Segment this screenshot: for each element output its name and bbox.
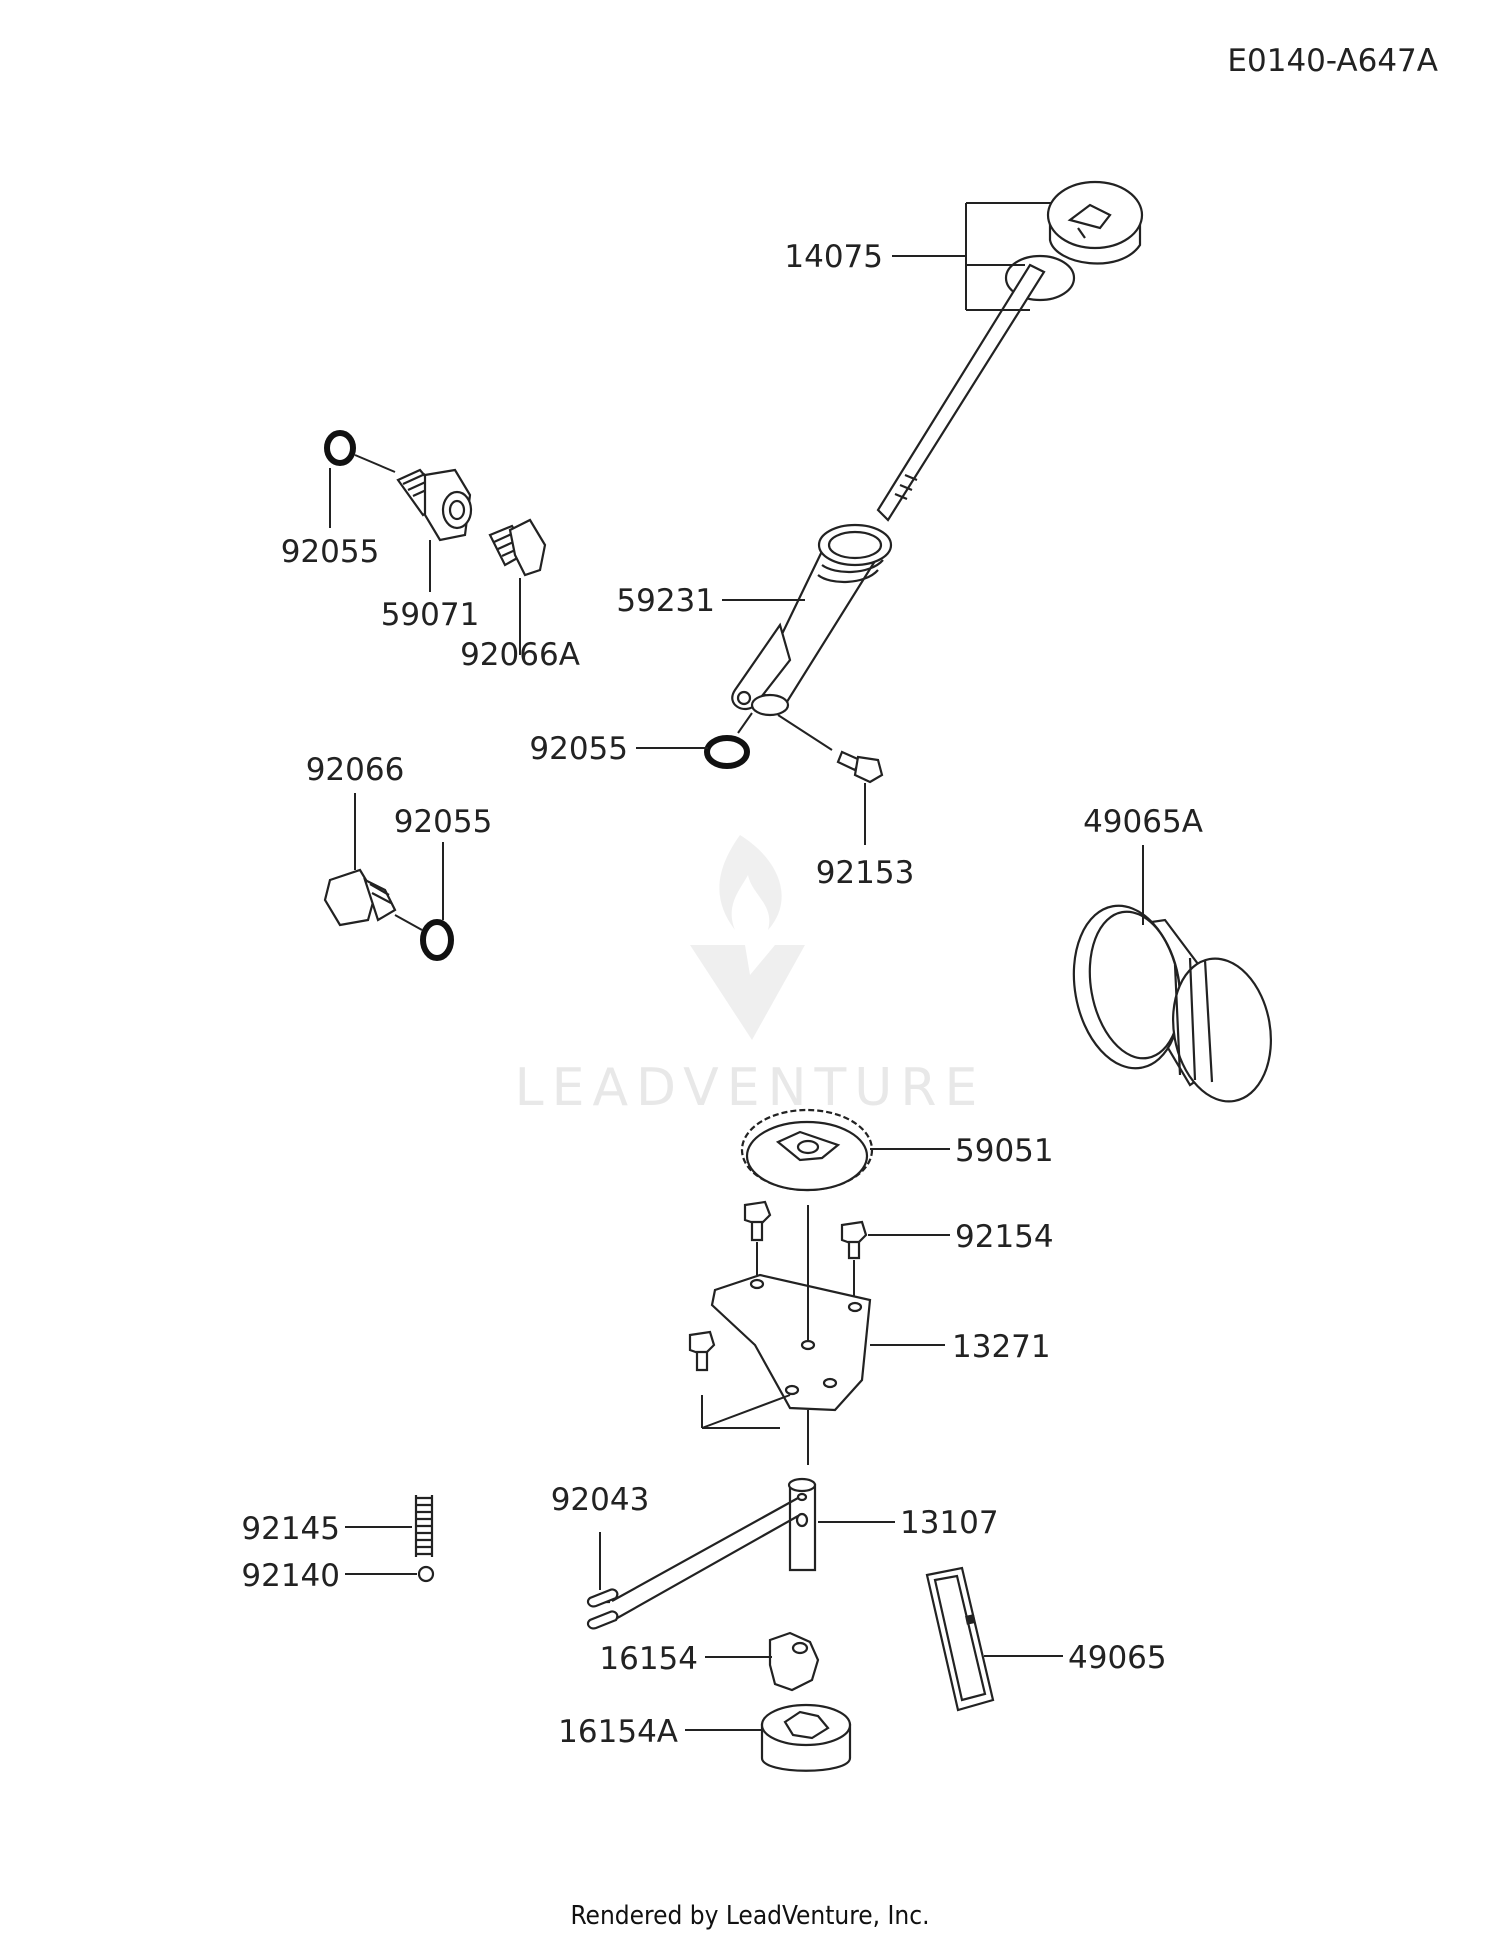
callout-92066[interactable]: 92066 xyxy=(306,752,405,788)
watermark-logo: LEADVENTURE xyxy=(515,835,986,1118)
outer-rotor-part[interactable] xyxy=(760,1703,852,1772)
cover-bolt-part-lower[interactable] xyxy=(688,1330,716,1372)
callout-14075-leader xyxy=(892,202,1052,311)
callout-92154[interactable]: 92154 xyxy=(955,1219,1054,1255)
callout-92055-plug[interactable]: 92055 xyxy=(394,804,493,840)
oring-part-plug[interactable] xyxy=(420,919,454,961)
tube-bolt-part[interactable] xyxy=(836,750,884,784)
callout-13271-leader xyxy=(807,1205,945,1465)
pin-part[interactable] xyxy=(586,1497,799,1630)
callout-92043[interactable]: 92043 xyxy=(551,1482,650,1518)
callout-92153-leader xyxy=(777,714,866,845)
dipstick-part[interactable] xyxy=(876,180,1144,522)
fitting-part[interactable] xyxy=(396,468,473,542)
callout-16154a[interactable]: 16154A xyxy=(558,1714,678,1750)
callout-92140[interactable]: 92140 xyxy=(241,1558,340,1594)
callout-92066a[interactable]: 92066A xyxy=(460,637,580,673)
callout-49065a[interactable]: 49065A xyxy=(1083,804,1203,840)
watermark-text: LEADVENTURE xyxy=(515,1058,986,1118)
cover-bolt-part-right[interactable] xyxy=(840,1220,868,1260)
callout-14075[interactable]: 14075 xyxy=(784,239,883,275)
spring-part[interactable] xyxy=(414,1495,434,1557)
callout-59051[interactable]: 59051 xyxy=(955,1133,1054,1169)
oring-part-top-left[interactable] xyxy=(324,430,356,466)
filler-tube-part[interactable] xyxy=(731,523,893,717)
callout-59231[interactable]: 59231 xyxy=(616,583,715,619)
callout-13107[interactable]: 13107 xyxy=(900,1505,999,1541)
callout-92055-plug-leader xyxy=(394,842,444,931)
cover-plate-part[interactable] xyxy=(710,1273,872,1412)
gear-part[interactable] xyxy=(740,1108,874,1192)
shaft-part[interactable] xyxy=(787,1477,817,1572)
callout-92145[interactable]: 92145 xyxy=(241,1511,340,1547)
cover-bolt-bracket xyxy=(701,1394,791,1429)
plug-a-part[interactable] xyxy=(488,518,547,577)
callout-92055-tube[interactable]: 92055 xyxy=(529,731,628,767)
oring-part-tube[interactable] xyxy=(704,735,750,769)
footer-credit: Rendered by LeadVenture, Inc. xyxy=(570,1901,929,1931)
callout-13271[interactable]: 13271 xyxy=(952,1329,1051,1365)
callout-49065[interactable]: 49065 xyxy=(1068,1640,1167,1676)
callout-92153[interactable]: 92153 xyxy=(816,855,915,891)
cover-bolt-part-left[interactable] xyxy=(743,1200,772,1242)
ball-part[interactable] xyxy=(417,1565,435,1583)
oil-filter-part[interactable] xyxy=(1062,897,1282,1109)
plug-part[interactable] xyxy=(323,868,397,927)
diagram-code: E0140-A647A xyxy=(1227,43,1438,79)
callout-92154-leader xyxy=(756,1234,950,1300)
callout-16154[interactable]: 16154 xyxy=(599,1641,698,1677)
callout-92055-top-leader xyxy=(329,454,396,528)
callout-59071[interactable]: 59071 xyxy=(381,597,480,633)
callout-92055-top[interactable]: 92055 xyxy=(281,534,380,570)
gasket-part[interactable] xyxy=(925,1566,995,1712)
inner-rotor-part[interactable] xyxy=(768,1631,820,1692)
callout-92055-tube-leader xyxy=(636,712,753,749)
